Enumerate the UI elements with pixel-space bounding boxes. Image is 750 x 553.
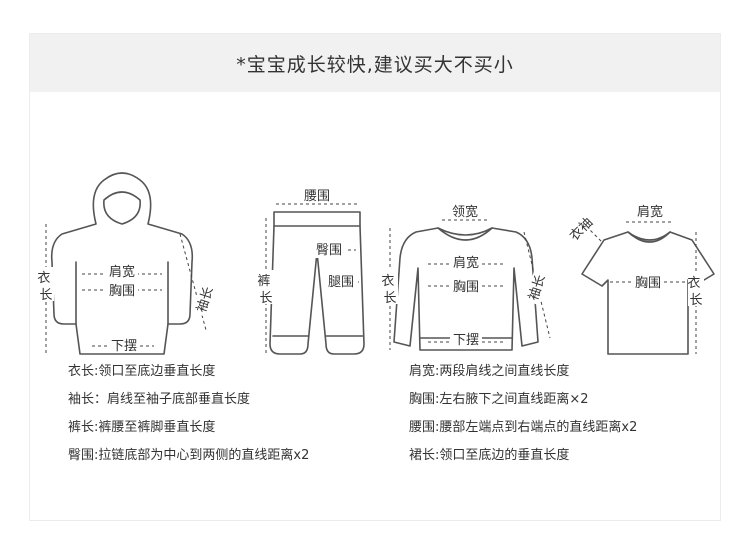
tshirt-figure: 肩宽 胸围 衣 长 衣袖	[564, 204, 715, 355]
note-right-1: 肩宽:两段肩线之间直线长度	[409, 364, 570, 379]
hoodie-hem-label: 下摆	[111, 339, 137, 354]
pants-thigh-label-bg	[324, 274, 358, 290]
garment-figures: 肩宽 胸围 下摆 衣 长 袖长	[30, 92, 720, 362]
pants-waist-label-bg	[301, 188, 333, 203]
sweater-sleeve-label-bg	[524, 270, 549, 306]
sweater-chest-label-bg	[450, 279, 482, 294]
measurement-notes: 衣长:领口至底边垂直长度 袖长：肩线至袖子底部垂直长度 裤长:裤腰至裤脚垂直长度…	[30, 34, 720, 520]
pants-thigh-label: 腿围	[328, 275, 354, 290]
header-title: *宝宝成长较快,建议买大不买小	[236, 53, 514, 76]
hoodie-length-label-char-2: 长	[39, 288, 52, 303]
tshirt-shoulder-label-bg	[634, 204, 666, 219]
hoodie-chest-label-bg	[106, 283, 138, 298]
tshirt-shoulder-label: 肩宽	[637, 204, 663, 220]
tshirt-length-label-char-1: 衣	[687, 275, 700, 291]
tshirt-length-label-bg	[688, 272, 704, 306]
sweater-collar-label-bg	[449, 204, 481, 219]
hoodie-length-label-char-1: 衣	[37, 270, 50, 286]
tshirt-chest-label: 胸围	[635, 276, 661, 291]
hoodie-length-label: 衣 长	[37, 270, 54, 303]
hoodie-chest-width-label-bg	[106, 264, 138, 279]
pants-waistband	[273, 211, 361, 227]
hoodie-length-label-bg	[38, 267, 54, 301]
tshirt-chest-label-bg	[632, 275, 664, 290]
header-banner: *宝宝成长较快,建议买大不买小	[30, 34, 720, 92]
hoodie-sleeve-label-bg	[192, 282, 217, 318]
hoodie-outline	[50, 172, 194, 355]
pants-length-label-bg	[258, 270, 274, 304]
tshirt-length-label: 衣 长	[687, 275, 704, 308]
note-right-4: 裙长:领口至底边的垂直长度	[409, 448, 570, 463]
hoodie-figure: 肩宽 胸围 下摆 衣 长 袖长	[37, 172, 217, 355]
size-guide-card: *宝宝成长较快,建议买大不买小 肩宽 胸围 下摆	[29, 33, 721, 521]
sweater-shoulder-label: 肩宽	[453, 255, 479, 271]
tshirt-sleeve-line	[581, 221, 603, 243]
pants-length-label-char-2: 长	[259, 291, 272, 306]
note-right-2: 胸围:左右腋下之间直线距离×2	[409, 392, 589, 407]
sweater-collar-label: 领宽	[452, 204, 478, 220]
note-left-2: 袖长：肩线至袖子底部垂直长度	[68, 392, 251, 407]
sweater-length-label: 衣 长	[381, 273, 398, 306]
sweater-length-label-char-2: 长	[383, 291, 396, 306]
sweater-hem-label: 下摆	[453, 333, 479, 348]
hoodie-hood-inner	[103, 191, 141, 225]
tshirt-sleeve-label-bg	[564, 212, 598, 246]
sweater-length-label-bg	[382, 270, 398, 304]
pants-figure: 腰围 裤 长 臀围 腿围	[257, 188, 365, 355]
sweater-outline	[393, 227, 539, 351]
tshirt-outline	[581, 231, 715, 355]
hoodie-chest-label: 胸围	[109, 284, 135, 299]
note-left-3: 裤长:裤腰至裤脚垂直长度	[68, 420, 216, 435]
sweater-shoulder-label-bg	[450, 255, 482, 270]
pants-length-label: 裤 长	[257, 274, 274, 306]
pants-hip-label: 臀围	[316, 243, 342, 258]
hoodie-sleeve-line	[179, 233, 207, 331]
pants-hip-label-bg	[312, 242, 346, 258]
tshirt-collar	[627, 231, 671, 243]
hoodie-chest-width-label: 肩宽	[109, 264, 135, 280]
note-right-3: 腰围:腰部左端点到右端点的直线距离x2	[409, 420, 638, 435]
sweater-length-label-char-1: 衣	[381, 273, 394, 289]
pants-waist-label: 腰围	[304, 189, 330, 204]
pants-length-label-char-1: 裤	[257, 274, 270, 289]
garment-illustrations: 肩宽 胸围 下摆 衣 长 袖长	[37, 172, 715, 355]
sweater-chest-label: 胸围	[453, 280, 479, 295]
tshirt-length-label-char-2: 长	[689, 293, 702, 308]
sweater-hem-label-bg	[450, 332, 482, 347]
note-left-1: 衣长:领口至底边垂直长度	[68, 364, 216, 379]
note-left-4: 臀围:拉链底部为中心到两侧的直线距离x2	[68, 448, 310, 463]
sweater-collar	[437, 227, 493, 241]
hoodie-hem-label-bg	[108, 338, 140, 353]
